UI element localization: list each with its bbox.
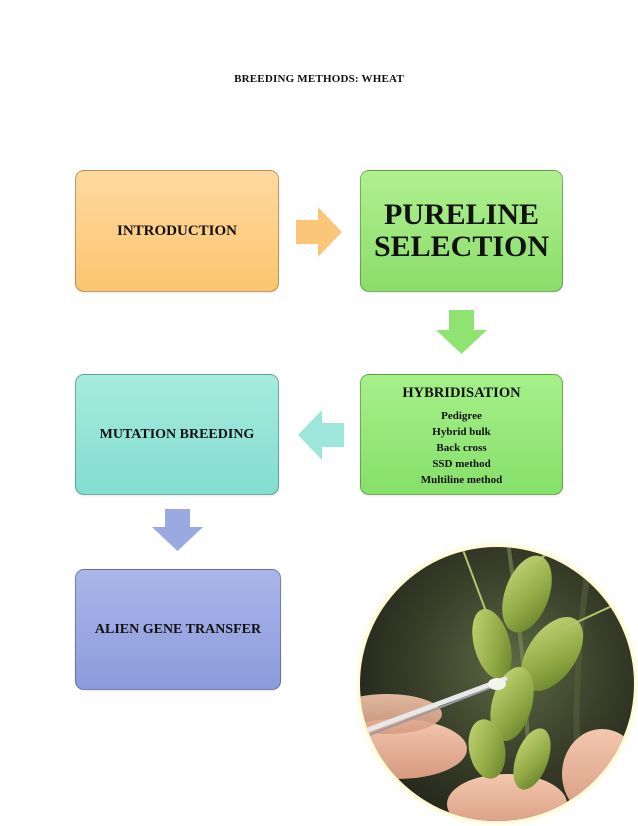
pureline-selection-box: PURELINE SELECTION bbox=[360, 170, 563, 292]
pureline-label-line1: PURELINE bbox=[383, 198, 540, 231]
hybridisation-heading: HYBRIDISATION bbox=[402, 385, 521, 401]
hybridisation-item: Pedigree bbox=[441, 410, 482, 422]
hybridisation-item: SSD method bbox=[432, 458, 491, 470]
arrow-down-icon bbox=[436, 310, 487, 354]
introduction-box: INTRODUCTION bbox=[75, 170, 279, 292]
hybridisation-item: Multiline method bbox=[420, 474, 503, 486]
pureline-label-line2: SELECTION bbox=[373, 230, 550, 263]
arrow-right-icon bbox=[296, 207, 342, 257]
page-title: BREEDING METHODS: WHEAT bbox=[234, 73, 404, 85]
introduction-label: INTRODUCTION bbox=[116, 222, 237, 239]
mutation-label: MUTATION BREEDING bbox=[99, 426, 255, 442]
wheat-photo bbox=[357, 534, 638, 826]
hybridisation-item: Hybrid bulk bbox=[432, 426, 491, 438]
mutation-breeding-box: MUTATION BREEDING bbox=[75, 374, 279, 495]
arrow-down-icon bbox=[152, 509, 203, 551]
alien-label: ALIEN GENE TRANSFER bbox=[94, 621, 262, 637]
arrow-left-icon bbox=[298, 410, 344, 460]
hybridisation-box: HYBRIDISATION Pedigree Hybrid bulk Back … bbox=[360, 374, 563, 495]
alien-gene-transfer-box: ALIEN GENE TRANSFER bbox=[75, 569, 281, 690]
hybridisation-item: Back cross bbox=[436, 442, 487, 454]
